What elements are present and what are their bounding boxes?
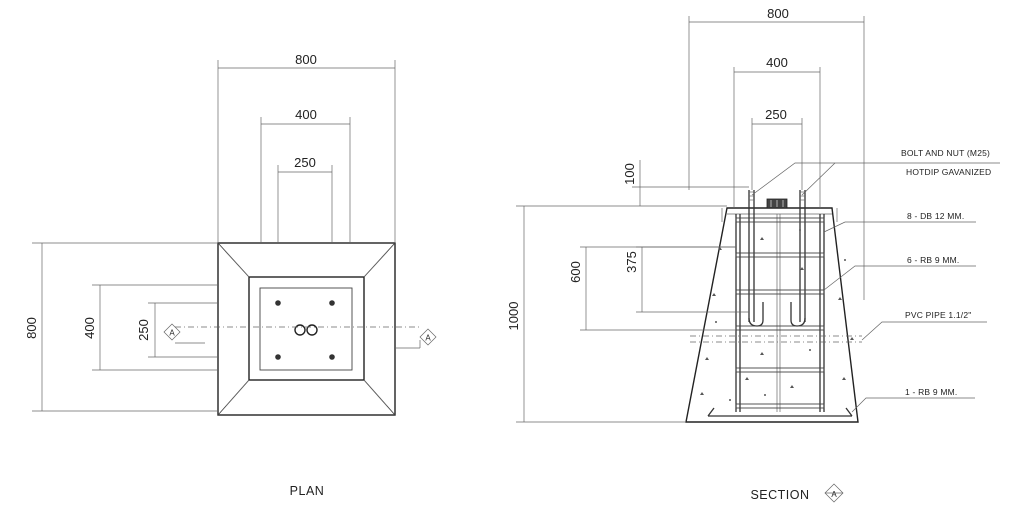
plan-pedestal-outer (248, 276, 365, 381)
plan-dim-left-800: 800 (24, 317, 39, 339)
plan-dim-left-250: 250 (136, 319, 151, 341)
plan-bolt (329, 300, 335, 306)
section-tie (735, 403, 825, 409)
plan-bolt (329, 354, 335, 360)
leader-rb9-ties (823, 265, 976, 291)
plan-section-marker-left: A (163, 323, 181, 341)
label-bolt-nut: BOLT AND NUT (M25) (901, 148, 990, 158)
section-dim-top-250: 250 (765, 107, 787, 122)
label-rb9-ties: 6 - RB 9 MM. (907, 255, 959, 265)
section-dim-top-800: 800 (767, 6, 789, 21)
plan-section-marker-right: A (419, 328, 437, 346)
leader-bolt (751, 162, 1000, 196)
section-tie (735, 325, 825, 331)
section-dim-left-100: 100 (622, 163, 637, 185)
section-tie (735, 367, 825, 373)
plan-pvc-pipe (306, 324, 318, 336)
section-concrete-hatch (700, 229, 854, 401)
section-bolt-right (790, 190, 806, 327)
leader-pvc (861, 321, 987, 341)
label-db12: 8 - DB 12 MM. (907, 211, 964, 221)
section-tie (735, 289, 825, 295)
label-rb9-bottom: 1 - RB 9 MM. (905, 387, 957, 397)
section-bottom-bar (707, 407, 853, 417)
plan-dim-left-400: 400 (82, 317, 97, 339)
plan-dim-top-800: 800 (295, 52, 317, 67)
label-hotdip: HOTDIP GAVANIZED (906, 167, 991, 177)
svg-text:A: A (425, 334, 431, 343)
section-view: 800 400 250 1000 100 600 375 BOLT AND NU… (506, 6, 1000, 503)
section-footing-outline (685, 207, 859, 423)
section-dim-left-600: 600 (568, 261, 583, 283)
section-tie (735, 217, 825, 223)
plan-footing-outline (217, 242, 396, 416)
section-title-marker: A (824, 483, 844, 503)
plan-view: A A 800 400 250 800 400 250 PLA (24, 52, 437, 498)
section-dim-top-400: 400 (766, 55, 788, 70)
plan-bolt (275, 354, 281, 360)
section-bolt-left (748, 190, 764, 327)
label-pvc-pipe: PVC PIPE 1.1/2" (905, 310, 972, 320)
svg-text:A: A (831, 490, 837, 499)
plan-dim-top-400: 400 (295, 107, 317, 122)
svg-text:A: A (169, 329, 175, 338)
plan-dim-top-250: 250 (294, 155, 316, 170)
section-dim-left-1000: 1000 (506, 302, 521, 331)
leader-rb9-bottom (851, 397, 975, 413)
plan-bolt (275, 300, 281, 306)
plan-title: PLAN (290, 484, 325, 498)
plan-pedestal-inner (259, 287, 353, 371)
section-dim-left-375: 375 (624, 251, 639, 273)
leader-db12 (823, 221, 976, 233)
section-title: SECTION (750, 488, 809, 502)
section-tie (735, 252, 825, 258)
plan-pvc-pipe (294, 324, 306, 336)
